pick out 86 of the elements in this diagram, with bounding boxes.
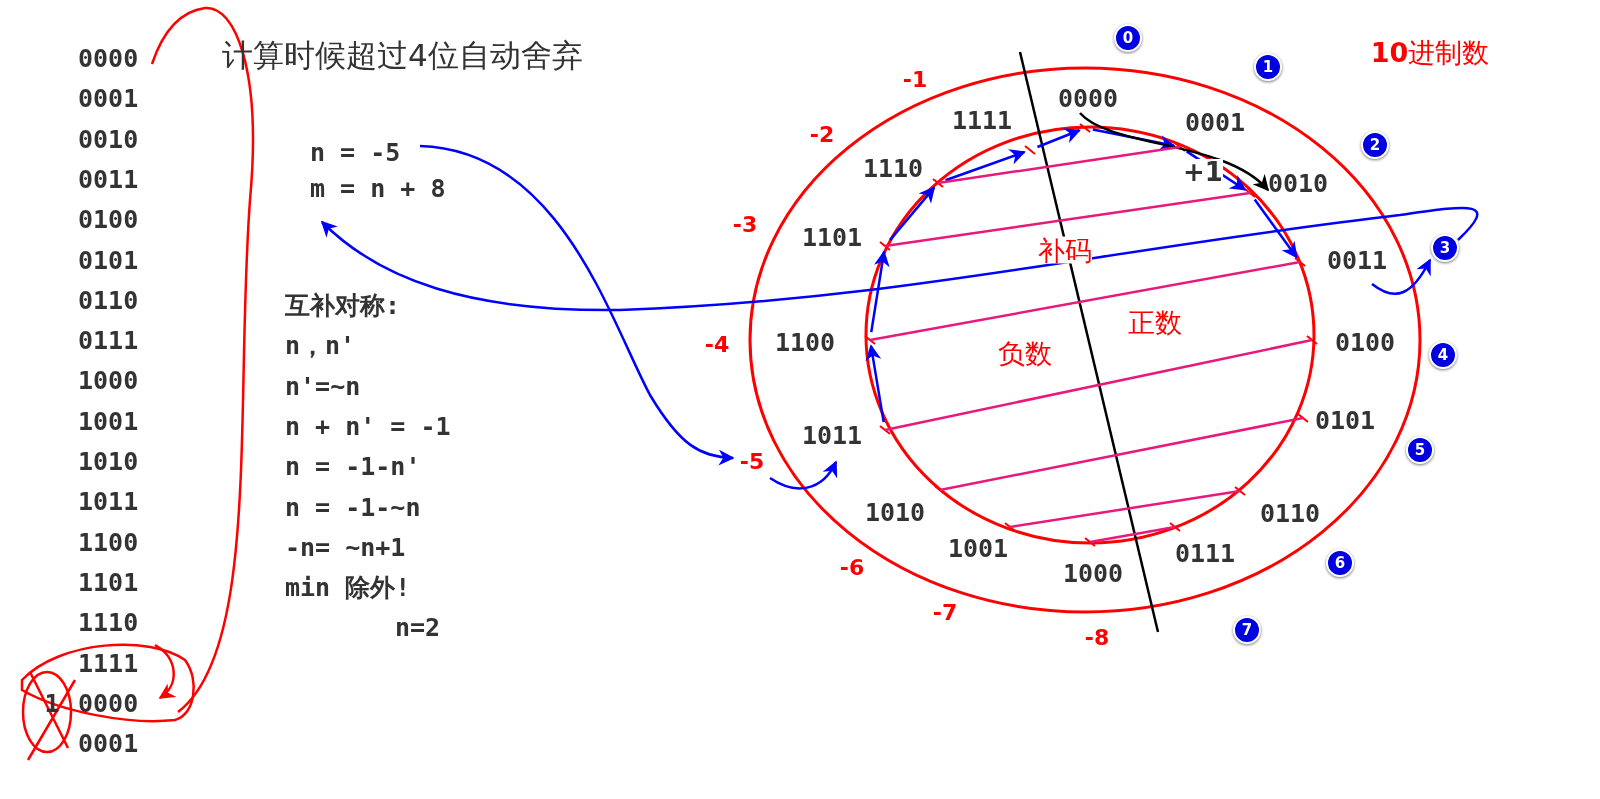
formula-text: n + n' = -1 [285,413,451,439]
binary-code: 0001 [78,85,139,111]
binary-code: 0001 [78,730,139,756]
binary-code: 0110 [78,287,139,313]
region-label: 负数 [998,339,1052,367]
binary-code: 1111 [78,650,139,675]
chord-line [884,191,1251,248]
number-badge: 5 [1406,436,1434,464]
arrow [1092,128,1176,151]
number-badge: 1 [1254,53,1282,81]
binary-code: 1100 [774,329,836,355]
binary-code: 0101 [1314,407,1376,433]
binary-code: 1011 [801,422,863,448]
heading-text: 互补对称: [285,292,401,318]
binary-code: 0011 [78,166,139,192]
formula-text: n'=~n [285,373,361,399]
binary-code: 1001 [78,408,139,434]
arrow [1253,198,1298,259]
decimal-value: -2 [809,124,835,146]
binary-code: 0011 [1326,247,1388,273]
binary-code: 1110 [862,155,924,181]
arrow [154,643,177,699]
arrow [1371,258,1432,295]
formula-text: min 除外! [285,574,411,600]
formula-text: n，n' [285,332,356,358]
binary-code: 1000 [78,367,139,393]
binary-code: 0010 [78,126,139,152]
binary-code: 0111 [1174,540,1236,566]
binary-code: 0000 [78,45,139,71]
region-label: 补码 [1038,236,1092,264]
formula-text: -n= ~n+1 [285,534,406,560]
binary-code: 1000 [1062,560,1124,586]
decimal-value: -6 [839,557,865,579]
arrow [320,206,1477,312]
binary-code: 1100 [78,529,139,555]
number-badge: 2 [1361,131,1389,159]
number-badge: 6 [1326,549,1354,577]
chord-line [937,145,1181,185]
binary-code: 0100 [1334,329,1396,355]
binary-code: 0100 [78,206,139,232]
formula-text: n = -1-~n [285,494,421,519]
formula-text: n = -1-n' [285,453,421,479]
binary-code: 0001 [1184,109,1246,135]
binary-code: 1111 [951,107,1013,133]
arrow [1079,112,1270,192]
decimal-value: -4 [704,334,730,356]
decimal-value: -7 [932,602,958,624]
binary-code: 0010 [1267,170,1329,196]
formula-text: n = -5 [310,139,401,165]
binary-code: 1001 [947,535,1009,561]
binary-code: 1110 [78,609,139,635]
arrow [889,186,936,241]
arrow [870,250,890,333]
chord-line [1089,525,1176,544]
number-badge: 3 [1431,234,1459,262]
binary-code: 1101 [801,224,863,250]
decimal-value: -5 [739,451,765,473]
arrow [419,144,735,466]
arrow [945,149,1026,182]
arrow [865,344,885,423]
region-label: 正数 [1128,308,1182,336]
formula-text: m = n + 8 [310,175,446,201]
formula-text: n=2 [395,614,441,640]
binary-code: 0000 [1057,85,1119,111]
decimal-value: -8 [1084,627,1110,649]
number-badge: 7 [1233,616,1261,644]
decimal-value: -1 [902,69,928,91]
binary-code: 0000 [78,690,139,716]
binary-code: 1010 [864,499,926,525]
arrow [769,460,838,490]
curve-line [150,6,255,713]
binary-code: 0101 [78,247,139,272]
binary-code: 1101 [78,569,139,595]
chord-line [884,338,1313,432]
binary-code: 1010 [78,448,139,474]
chord-line [939,416,1304,492]
binary-code: 1011 [78,488,139,514]
chord-line [1009,489,1241,529]
number-badge: 4 [1429,341,1457,369]
heading-text: 10进制数 [1370,38,1490,66]
binary-code: 0110 [1259,500,1321,526]
binary-code: 0111 [78,327,139,353]
decimal-value: -3 [732,214,758,236]
arrow [1036,128,1081,149]
number-badge: 0 [1114,24,1142,52]
chord-line [869,260,1301,342]
